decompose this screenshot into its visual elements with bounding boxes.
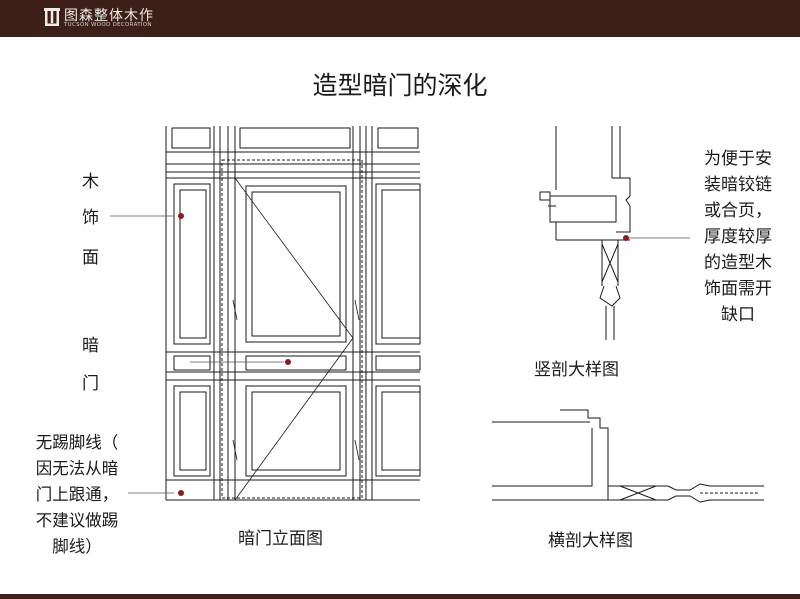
- hidden-door-marker: [285, 359, 291, 365]
- brand-name: 图森整体木作: [64, 8, 154, 24]
- caption-horizontal-section: 横剖大样图: [548, 531, 633, 551]
- brand-subtitle: TUCSON WOOD DECORATION: [64, 22, 152, 28]
- label-hidden-door-1: 暗: [82, 336, 99, 356]
- caption-elevation: 暗门立面图: [238, 529, 323, 549]
- elevation-drawing: [165, 126, 421, 501]
- label-wood-face-1: 木: [82, 172, 99, 192]
- notch-note-line-5: 的造型木: [704, 253, 772, 273]
- label-wood-face-3: 面: [82, 248, 99, 268]
- notch-note-line-1: 为便于安: [704, 149, 772, 169]
- notch-note-line-7: 缺口: [721, 305, 755, 325]
- brand-logo-icon: [44, 8, 60, 26]
- footer-bar: [0, 594, 800, 599]
- no-skirting-line-3: 门上跟通，: [35, 485, 119, 504]
- page-title: 造型暗门的深化: [312, 71, 488, 100]
- no-skirting-note: 无踢脚线（ 因无法从暗 门上跟通， 不建议做踢 脚线）: [12, 430, 142, 560]
- caption-vertical-section: 竖剖大样图: [534, 360, 619, 380]
- notch-marker: [623, 235, 629, 241]
- no-skirting-line-5: 脚线）: [52, 537, 102, 556]
- label-wood-face-2: 饰: [82, 208, 99, 228]
- wood-face-marker: [178, 213, 184, 219]
- no-skirting-line-1: 无踢脚线（: [35, 433, 119, 452]
- notch-note-line-4: 厚度较厚: [704, 227, 772, 247]
- header-bar: 图森整体木作 TUCSON WOOD DECORATION: [0, 0, 800, 37]
- notch-note-line-3: 或合页，: [704, 201, 772, 221]
- no-skirting-line-4: 不建议做踢: [35, 511, 119, 530]
- notch-note: 为便于安 装暗铰链 或合页， 厚度较厚 的造型木 饰面需开 缺口: [688, 146, 788, 328]
- no-skirting-line-2: 因无法从暗: [35, 459, 119, 478]
- label-hidden-door-2: 门: [82, 374, 99, 394]
- no-skirting-marker: [178, 490, 184, 496]
- vertical-section-drawing: [539, 126, 631, 340]
- notch-note-line-6: 饰面需开: [704, 279, 772, 299]
- notch-note-line-2: 装暗铰链: [704, 175, 772, 195]
- horizontal-section-drawing: [492, 409, 764, 503]
